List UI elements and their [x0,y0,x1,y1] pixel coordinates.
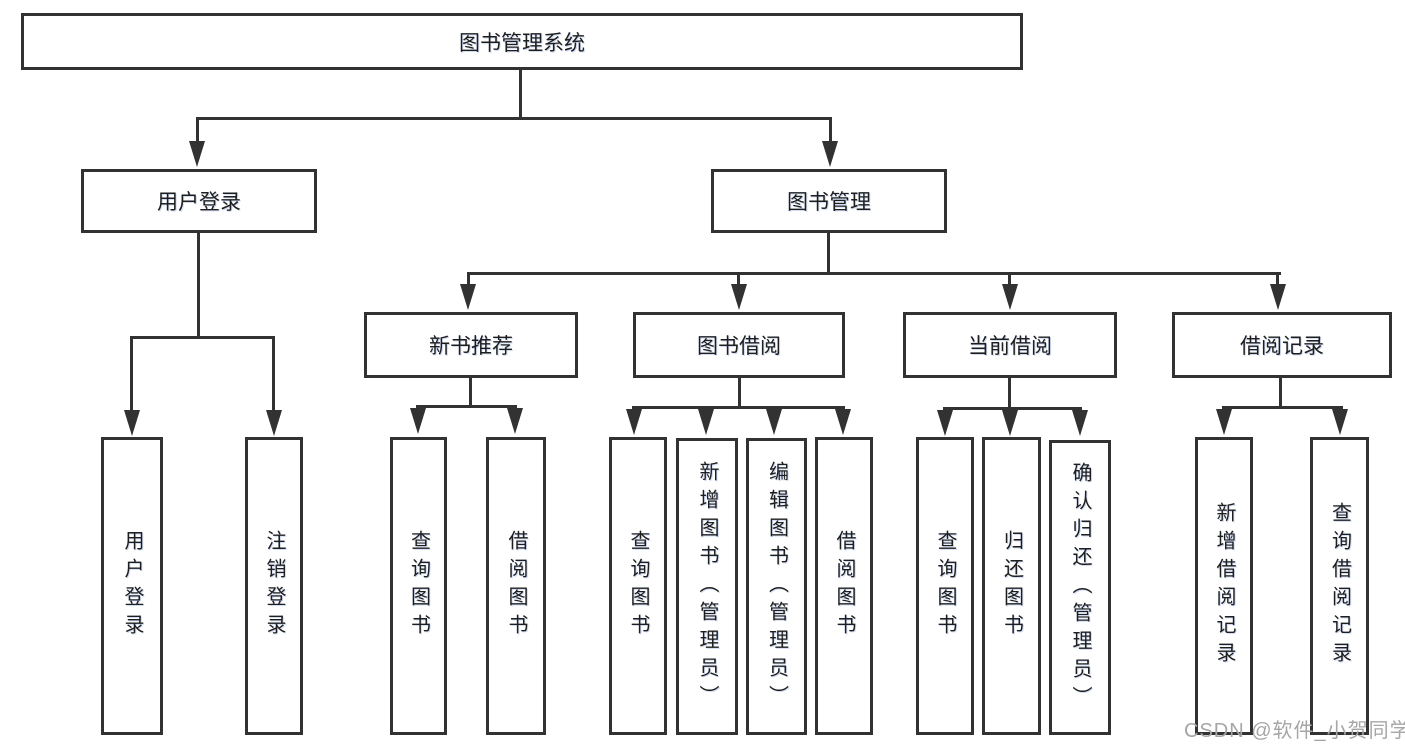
connector-line [196,117,199,145]
connector-line [1276,272,1279,286]
arrow-head [937,410,953,436]
connector-line [737,272,740,286]
leaf-add-borrow-record: 新增借阅记录 [1195,437,1253,735]
arrow-head [835,409,851,435]
connector-line [1279,378,1282,408]
leaf-query-books-current: 查询图书 [916,437,974,735]
leaf-confirm-return-admin: 确认归还（管理员） [1049,440,1111,735]
node-current-borrowing: 当前借阅 [903,312,1117,378]
arrow-head [822,141,838,167]
leaf-query-borrow-record: 查询借阅记录 [1310,437,1369,735]
arrow-head [698,409,714,435]
connector-line [943,407,1082,410]
connector-line [467,272,470,286]
leaf-edit-book-admin: 编辑图书（管理员） [746,438,807,735]
leaf-borrow-books-borrowing: 借阅图书 [815,437,873,735]
arrow-head [1002,410,1018,436]
connector-line [130,336,133,412]
arrow-head [626,409,642,435]
node-book-management: 图书管理 [711,169,947,233]
arrow-head [507,408,523,434]
arrow-head [189,141,205,167]
connector-line [469,378,472,408]
connector-line [1008,272,1011,286]
connector-line [197,233,200,338]
connector-line [1222,406,1343,409]
node-new-book-recommend: 新书推荐 [364,312,578,378]
csdn-watermark: CSDN @软件_小贺同学 [1184,720,1405,742]
connector-line [196,117,832,120]
connector-line [416,405,517,408]
leaf-query-books-borrowing: 查询图书 [609,437,667,735]
leaf-query-books-recommend: 查询图书 [390,437,447,735]
arrow-head [1002,284,1018,310]
leaf-add-book-admin: 新增图书（管理员） [676,438,738,735]
connector-line [829,117,832,145]
leaf-user-login: 用户登录 [101,437,163,735]
arrow-head [410,408,426,434]
connector-line [467,272,1281,275]
arrow-head [1332,409,1348,435]
arrow-head [766,409,782,435]
arrow-head [1216,409,1232,435]
arrow-head [266,410,282,436]
arrow-head [124,410,140,436]
connector-line [272,336,275,412]
leaf-borrow-books-recommend: 借阅图书 [486,437,546,735]
node-borrowing-records: 借阅记录 [1172,312,1392,378]
connector-line [130,336,275,339]
connector-line [519,70,522,118]
connector-line [632,406,845,409]
leaf-logout-login: 注销登录 [245,437,303,735]
arrow-head [731,284,747,310]
arrow-head [460,284,476,310]
connector-line [738,378,741,409]
node-book-borrowing: 图书借阅 [633,312,845,378]
node-library-system: 图书管理系统 [21,13,1023,70]
node-user-login: 用户登录 [81,169,317,233]
connector-line [827,233,830,274]
connector-line [1008,378,1011,410]
arrow-head [1270,284,1286,310]
arrow-head [1072,410,1088,436]
leaf-return-books: 归还图书 [982,437,1041,735]
